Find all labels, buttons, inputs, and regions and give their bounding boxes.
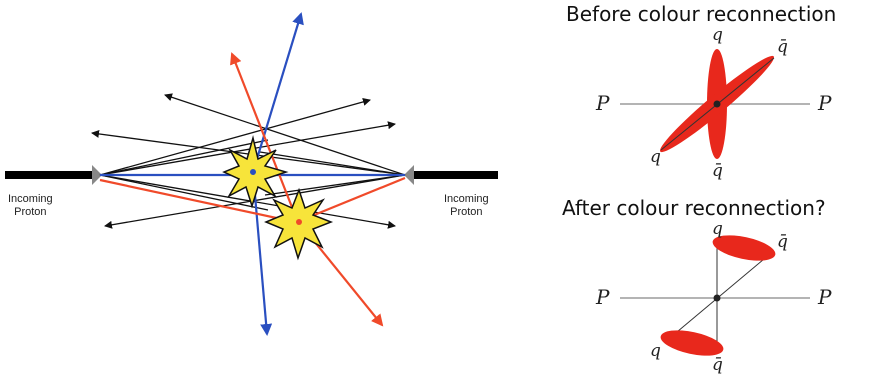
red-beam-line-left <box>99 178 296 224</box>
track <box>99 98 371 176</box>
before-q-bottom-left: q <box>650 147 661 167</box>
after-p-left: P <box>595 285 610 309</box>
proton-cone-right <box>404 165 414 185</box>
before-q-top: q <box>712 25 723 45</box>
track <box>99 174 396 229</box>
incoming-left-line1: Incoming <box>8 193 53 205</box>
track <box>259 151 406 176</box>
incoming-proton-right-label: Incoming Proton <box>444 193 489 219</box>
after-q-bottom-left: q <box>650 341 661 361</box>
after-qbar-top-right: q̄ <box>777 232 788 252</box>
incoming-right-line2: Proton <box>450 206 483 218</box>
red-beam-line-right <box>296 176 406 224</box>
before-p-right: P <box>817 91 832 115</box>
red-track-up <box>230 52 299 221</box>
after-q-top: q <box>712 219 723 239</box>
after-title: After colour reconnection? <box>562 196 826 220</box>
track <box>264 174 406 196</box>
before-qbar-top-right: q̄ <box>777 37 788 57</box>
before-p-left: P <box>595 91 610 115</box>
track <box>164 93 406 176</box>
incoming-proton-left-label: Incoming Proton <box>8 193 53 219</box>
after-diagram: P P q q̄ q q̄ <box>595 219 832 375</box>
black-tracks <box>91 93 406 229</box>
track <box>99 174 269 211</box>
vertex-before <box>713 100 721 108</box>
vertex-after <box>713 294 721 302</box>
proton-cone-left <box>92 165 102 185</box>
string-bottom <box>660 330 724 356</box>
after-p-right: P <box>817 285 832 309</box>
incoming-left-line2: Proton <box>14 206 47 218</box>
string-top <box>712 235 776 261</box>
after-qbar-bottom: q̄ <box>712 355 723 375</box>
blue-track-down <box>251 171 273 336</box>
track <box>99 139 269 176</box>
before-diagram: P P q q̄ q q̄ <box>595 25 832 181</box>
before-title: Before colour reconnection <box>566 2 837 26</box>
collision-panel <box>5 12 498 336</box>
incoming-right-line1: Incoming <box>444 193 489 205</box>
track <box>99 121 396 176</box>
before-qbar-bottom: q̄ <box>712 161 723 181</box>
blue-track-up <box>251 12 304 173</box>
